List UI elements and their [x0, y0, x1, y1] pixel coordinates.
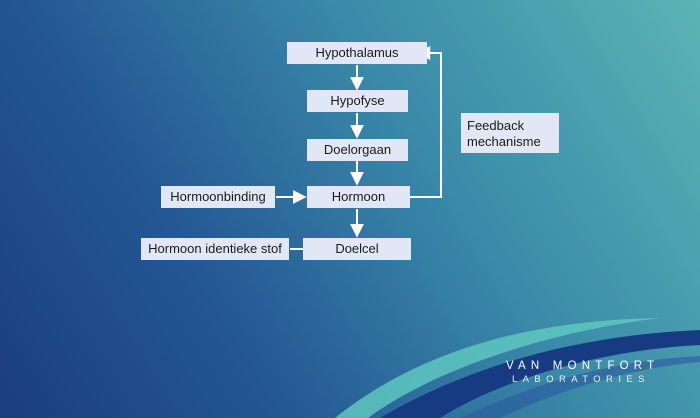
logo-subtitle: LABORATORIES	[512, 374, 650, 385]
feedback-loop-arrow	[410, 46, 442, 198]
logo-name: VAN MONTFORT	[506, 360, 660, 372]
feedback-mechanisme-label: Feedback mechanisme	[461, 113, 559, 153]
node-hypothalamus: Hypothalamus	[287, 42, 427, 64]
swoosh-highlight	[460, 356, 700, 418]
swoosh-navy	[380, 330, 700, 418]
feedback-label-line-1: Feedback	[467, 118, 525, 133]
node-doelcel: Doelcel	[303, 238, 411, 260]
node-hormoon: Hormoon	[307, 186, 410, 208]
feedback-label-line-2: mechanisme	[467, 134, 541, 149]
node-doelorgaan: Doelorgaan	[307, 139, 408, 161]
swoosh-teal	[335, 318, 660, 418]
node-hypofyse: Hypofyse	[307, 90, 408, 112]
node-hormoon-identieke-stof: Hormoon identieke stof	[141, 238, 289, 260]
node-hormoonbinding: Hormoonbinding	[161, 186, 275, 208]
